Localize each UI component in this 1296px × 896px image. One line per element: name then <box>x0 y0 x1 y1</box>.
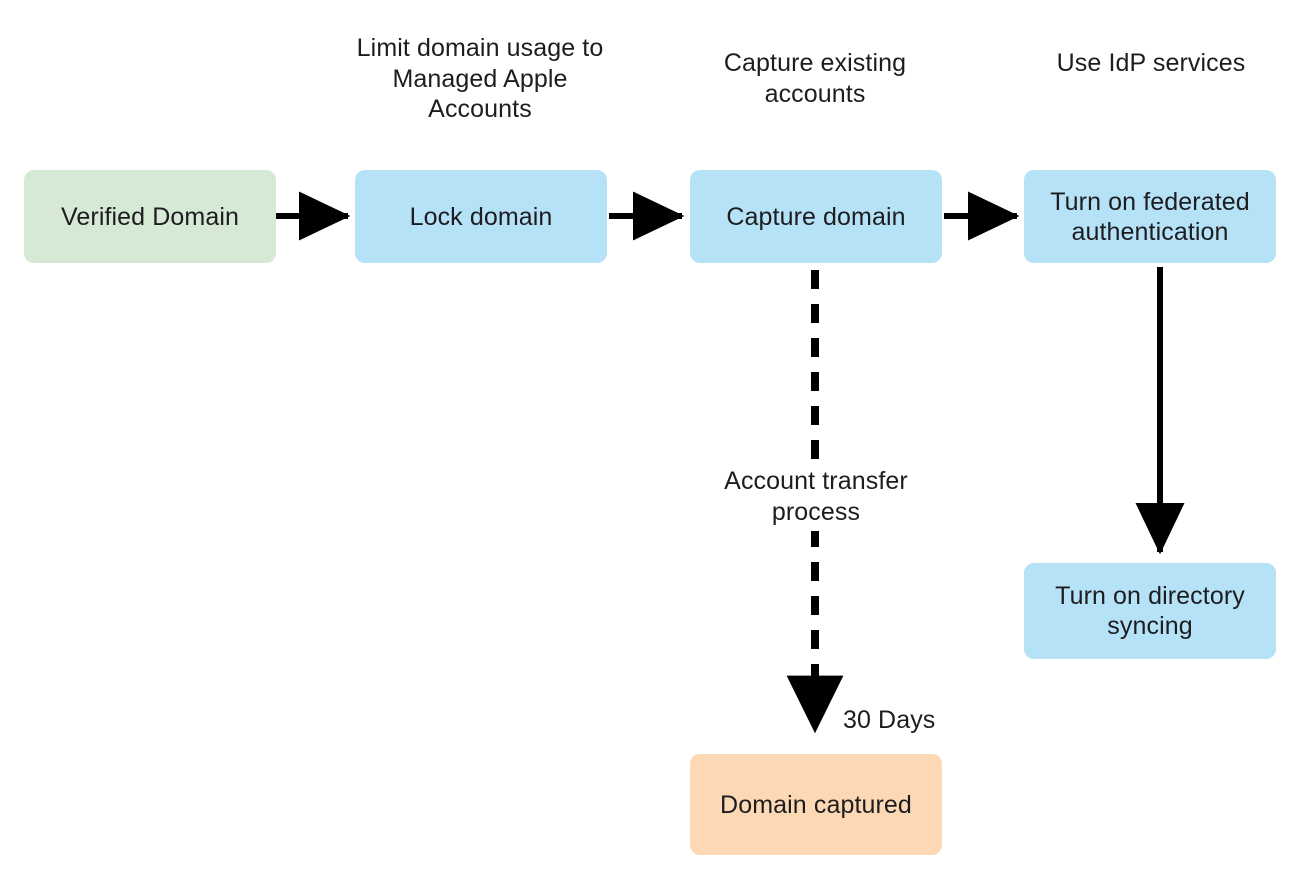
node-turn-on-directory-syncing[interactable]: Turn on directory syncing <box>1024 563 1276 659</box>
caption-lock-domain: Limit domain usage to Managed Apple Acco… <box>356 34 604 123</box>
caption-capture-domain: Capture existing accounts <box>723 49 907 108</box>
edge-label-account-transfer-process: Account transfer process <box>685 464 947 531</box>
node-turn-on-federated-authentication[interactable]: Turn on federated authentication <box>1024 170 1276 263</box>
node-lock-domain[interactable]: Lock domain <box>355 170 607 263</box>
node-domain-captured[interactable]: Domain captured <box>690 754 942 855</box>
edge-label-30-days: 30 Days <box>843 705 1003 736</box>
node-capture-domain[interactable]: Capture domain <box>690 170 942 263</box>
caption-federated-auth: Use IdP services <box>1056 49 1246 77</box>
node-verified-domain[interactable]: Verified Domain <box>24 170 276 263</box>
